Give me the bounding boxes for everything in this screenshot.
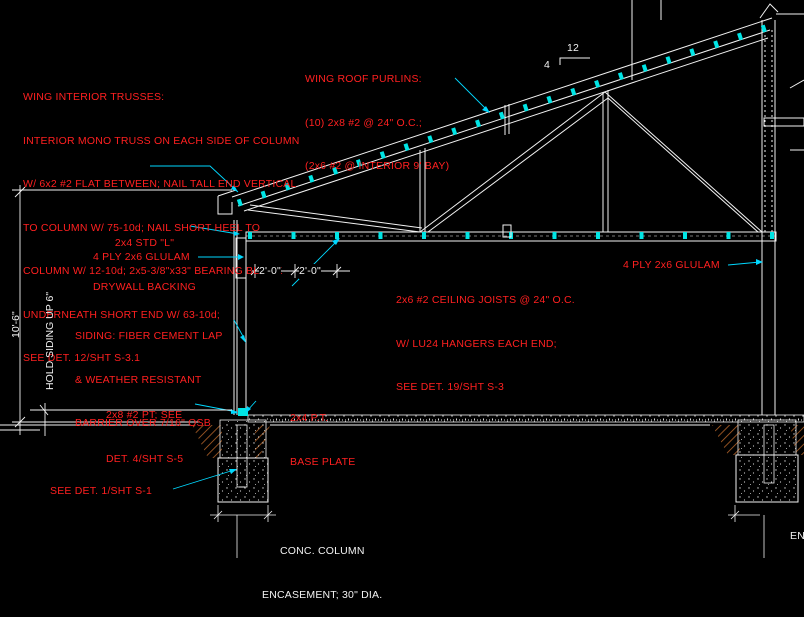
purlin-mark [737,32,744,41]
note-line: TO COLUMN W/ 75-10d; NAIL SHORT HEEL TO [23,221,261,234]
purlin-mark [308,174,315,183]
ceiling-joists-note: 2x6 #2 CEILING JOISTS @ 24" O.C. W/ LU24… [396,264,575,409]
note-line: DRYWALL BACKING [93,280,196,293]
purlin-mark [641,64,648,72]
purlin-mark [379,151,386,159]
conc-column-note: CONC. COLUMN ENCASEMENT; 30" DIA. [262,515,382,617]
purlin-mark [475,119,482,128]
roof-rafter [217,17,773,215]
slope-rise: 4 [544,59,551,71]
wing-trusses-note: WING INTERIOR TRUSSES: INTERIOR MONO TRU… [23,61,300,380]
note-line: WING ROOF PURLINS: [305,73,422,85]
purlin-mark [260,190,267,199]
purlin-mark [522,103,529,112]
purlin-mark [689,48,696,57]
upper-right-structure [631,0,804,151]
joist-mark [770,232,774,239]
joist-mark [248,232,252,239]
left-wall [233,220,248,416]
joist-mark [683,232,687,239]
edge-text: EN [790,530,804,542]
note-line: (2x6 #2 @ INTERIOR 9' BAY) [305,160,450,172]
purlin-mark [403,143,410,152]
note-line: CONC. COLUMN [280,545,365,557]
right-footing [712,419,804,503]
note-line: SIDING: FIBER CEMENT LAP [75,330,223,342]
joist-mark [552,232,557,239]
purlin-mark [546,95,553,104]
siding-note: SIDING: FIBER CEMENT LAP & WEATHER RESIS… [75,300,223,445]
see-det-1-note: SEE DET. 1/SHT S-1 [50,485,153,497]
joist-mark [422,232,426,239]
note-line: BARRIER OVER 7/16" OSB [75,417,211,429]
purlin-mark [284,182,291,191]
truss-webbing [247,90,763,233]
purlin-mark [760,24,767,33]
purlin-mark [665,56,672,65]
note-line: W/ LU24 HANGERS EACH END; [396,337,557,350]
note-line: 2x6 #2 CEILING JOISTS @ 24" O.C. [396,294,575,306]
spacing-a: 2'-0" [259,264,281,279]
note-line: WING INTERIOR TRUSSES: [23,91,165,103]
hold-siding-label: HOLD SIDING UP 6" [44,291,56,390]
concrete-slab [247,414,804,423]
note-line: INTERIOR MONO TRUSS ON EACH SIDE OF COLU… [23,134,300,147]
purlin-mark [451,127,458,136]
wall-height-label: 10'-6" [10,311,22,338]
joist-mark [726,232,731,239]
purlin-mark [594,79,601,88]
purlin-mark [332,166,339,175]
purlin-mark [427,135,434,144]
purlin-mark [617,72,624,80]
column-dimension [210,505,765,558]
ceiling-joists [248,232,774,239]
purlins-note: WING ROOF PURLINS: (10) 2x8 #2 @ 24" O.C… [305,43,449,188]
joist-mark [596,232,600,239]
purlin-mark [355,159,362,167]
note-line: SEE DET. 19/SHT S-3 [396,381,505,393]
roof-section-drawing [0,0,804,558]
roof-purlins [236,24,767,207]
drywall-backing-note: 2x4 STD "L" DRYWALL BACKING [93,207,196,309]
note-line: COLUMN W/ 12-10d; 2x5-3/8"x33" BEARING B… [23,265,283,277]
wall-height-dimension [0,185,232,436]
note-line: SEE DET. 12/SHT S-3.1 [23,352,141,364]
joist-mark [378,232,383,239]
note-line: UNDERNEATH SHORT END W/ 63-10d; [23,308,220,321]
note-line: DET. 4/SHT S-5 [106,452,184,465]
joist-mark [639,232,644,239]
note-line: 2x4 P.T. [290,412,329,424]
purlin-mark [498,111,505,120]
slope-run: 12 [567,42,580,54]
glulam-left-note: 4 PLY 2x6 GLULAM [93,251,190,263]
leader-arrowheads [229,106,763,474]
slope-indicator [559,57,590,65]
purlin-mark [236,198,243,207]
note-line: ENCASEMENT; 30" DIA. [262,588,383,601]
joist-mark [291,232,296,239]
left-footing [192,419,270,503]
note-line: W/ 6x2 #2 FLAT BETWEEN; NAIL TALL END VE… [23,178,297,190]
spacing-b: 2'-0" [299,264,321,279]
pt-2x8-note: 2x8 #2 PT; SEE DET. 4/SHT S-5 [106,379,183,481]
purlin-mark [713,40,720,49]
note-line: 2x8 #2 PT; SEE [106,409,183,421]
note-line: (10) 2x8 #2 @ 24" O.C.; [305,116,423,129]
right-column [761,20,776,415]
joist-mark [335,232,339,239]
note-line: & WEATHER RESISTANT [75,373,202,386]
purlin-mark [570,87,577,96]
base-plate-note: 2x4 P.T. BASE PLATE [290,382,355,484]
joist-mark [465,232,470,239]
note-line: BASE PLATE [290,455,356,468]
hanger-detail [502,224,512,238]
glulam-right-note: 4 PLY 2x6 GLULAM [623,259,720,271]
note-line: 2x4 STD "L" [114,237,175,249]
